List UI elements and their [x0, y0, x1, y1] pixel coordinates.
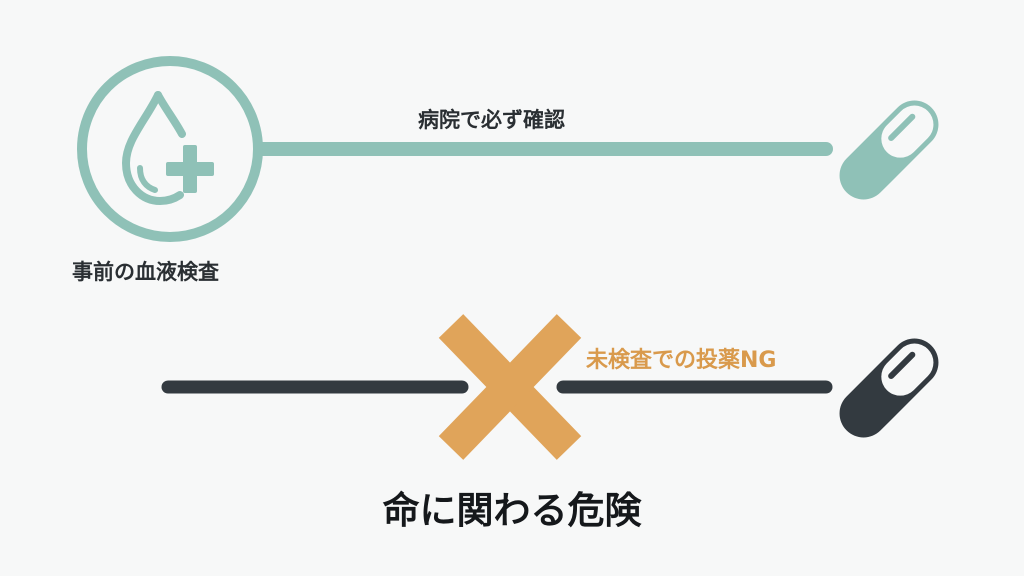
blood-test-label: 事前の血液検査 — [72, 260, 219, 284]
capsule-icon — [839, 338, 939, 438]
blood-test-node — [77, 56, 263, 242]
warning-text: 命に関わる危険 — [382, 489, 642, 532]
blood-drop-plus-icon — [122, 91, 214, 205]
cross-mark-icon — [438, 314, 582, 460]
capsule-icon — [839, 100, 939, 200]
bottom-line-label: 未検査での投薬NG — [586, 348, 777, 373]
top-line-label: 病院で必ず確認 — [418, 108, 565, 132]
